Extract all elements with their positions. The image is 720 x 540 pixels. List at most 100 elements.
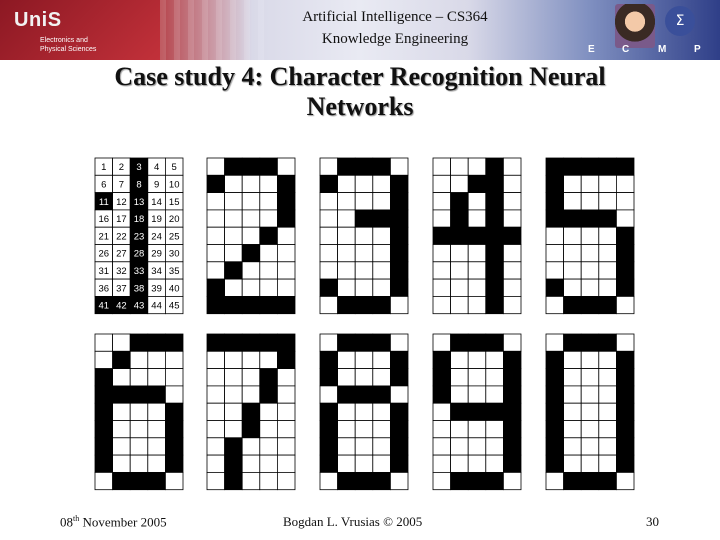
grid-cell-empty	[206, 385, 226, 404]
grid-cell-empty	[224, 209, 243, 228]
grid-cell-empty	[94, 333, 114, 352]
grid-cell-empty	[389, 385, 409, 404]
grid-cell-number: 13	[134, 197, 145, 208]
grid-cell-number: 34	[151, 266, 162, 277]
grid-cell-empty	[372, 402, 391, 421]
grid-cell-empty	[389, 471, 409, 491]
grid-cell-filled	[502, 420, 522, 439]
grid-cell-empty	[241, 454, 261, 473]
grid-cell-filled	[450, 226, 469, 245]
grid-cell-empty	[467, 295, 487, 315]
grid-cell-empty	[598, 420, 617, 439]
grid-cell-filled	[389, 226, 409, 245]
grid-cell-filled	[372, 157, 391, 176]
grid-cell-filled	[94, 437, 114, 456]
grid-cell-filled	[467, 402, 487, 421]
grid-cell-empty	[354, 192, 374, 211]
grid-cell-filled	[224, 471, 243, 491]
grid-cell-filled	[563, 333, 582, 352]
grid-cell-filled	[450, 402, 469, 421]
grid-cell-empty	[206, 192, 226, 211]
grid-cell-filled	[616, 261, 635, 280]
grid-cell-empty	[502, 192, 522, 211]
grid-cell-empty	[502, 174, 522, 194]
grid-cell-empty	[467, 157, 487, 176]
grid-cell-filled	[206, 278, 226, 297]
grid-cell-empty	[354, 226, 374, 245]
grid-cell-empty	[467, 261, 487, 280]
grid-cell-empty	[467, 420, 487, 439]
grid-cell-filled	[112, 471, 131, 491]
ecmp-letter: C	[622, 44, 630, 55]
grid-cell-filled	[467, 174, 487, 194]
grid-cell-filled	[389, 420, 409, 439]
grid-cell-filled	[224, 333, 243, 352]
grid-cell-filled	[545, 420, 565, 439]
grid-cell-filled	[580, 471, 600, 491]
grid-cell-empty	[276, 437, 296, 456]
digit-grid-8	[319, 333, 409, 491]
grid-cell-filled	[467, 333, 487, 352]
grid-cell-empty	[94, 350, 114, 369]
grid-cell-filled	[502, 454, 522, 473]
grid-cell-empty	[580, 350, 600, 369]
grid-cell-empty	[616, 174, 635, 194]
grid-cell-empty	[129, 437, 149, 456]
grid-cell-filled	[616, 385, 635, 404]
grid-cell-empty	[164, 471, 184, 491]
grid-cell-empty	[563, 278, 582, 297]
grid-cell-empty	[164, 350, 184, 369]
grid-cell-empty	[485, 385, 504, 404]
grid-cell-filled	[545, 385, 565, 404]
grid-cell-empty	[616, 471, 635, 491]
grid-cell-empty	[206, 226, 226, 245]
grid-cell-empty	[206, 454, 226, 473]
grid-cell-empty	[563, 454, 582, 473]
grid-cell-empty	[467, 454, 487, 473]
grid-cell-empty	[616, 209, 635, 228]
grid-cell-empty	[563, 261, 582, 280]
grid-cell-filled	[241, 333, 261, 352]
grid-cell-filled	[450, 209, 469, 228]
grid-cell-empty	[319, 226, 339, 245]
grid-cell-filled	[545, 402, 565, 421]
grid-cell-empty	[337, 209, 356, 228]
grid-cell-filled	[485, 244, 504, 263]
grid-cell-empty	[337, 402, 356, 421]
grid-cell-filled	[276, 350, 296, 369]
grid-cell-number: 40	[169, 283, 180, 294]
grid-cell-empty	[112, 454, 131, 473]
grid-cell-empty	[545, 295, 565, 315]
grid-cell-empty	[580, 226, 600, 245]
grid-cell-empty	[467, 350, 487, 369]
grid-cell-empty	[502, 295, 522, 315]
grid-cell-number: 37	[116, 283, 127, 294]
grid-cell-empty	[206, 209, 226, 228]
grid-cell-empty	[276, 385, 296, 404]
grid-cell-number: 14	[151, 197, 162, 208]
grid-cell-filled	[389, 437, 409, 456]
grid-cell-empty	[241, 278, 261, 297]
grid-cell-empty	[337, 420, 356, 439]
grid-cell-empty	[224, 385, 243, 404]
grid-cell-filled	[432, 226, 452, 245]
grid-cell-number: 22	[116, 231, 127, 242]
grid-cell-empty	[224, 402, 243, 421]
grid-cell-empty	[206, 402, 226, 421]
grid-cell-empty	[485, 420, 504, 439]
grid-cell-empty	[372, 174, 391, 194]
grid-cell-filled	[616, 437, 635, 456]
ecmp-letter: E	[588, 44, 595, 55]
grid-cell-empty	[241, 192, 261, 211]
digit-grid-9	[432, 333, 522, 491]
grid-cell-empty	[129, 454, 149, 473]
grid-cell-filled	[276, 295, 296, 315]
grid-cell-empty	[224, 174, 243, 194]
grid-cell-filled	[545, 157, 565, 176]
grid-cell-empty	[372, 437, 391, 456]
grid-cell-filled	[354, 209, 374, 228]
grid-cell-filled	[241, 420, 261, 439]
grid-cell-empty	[450, 261, 469, 280]
grid-cell-empty	[450, 454, 469, 473]
grid-cell-empty	[337, 192, 356, 211]
